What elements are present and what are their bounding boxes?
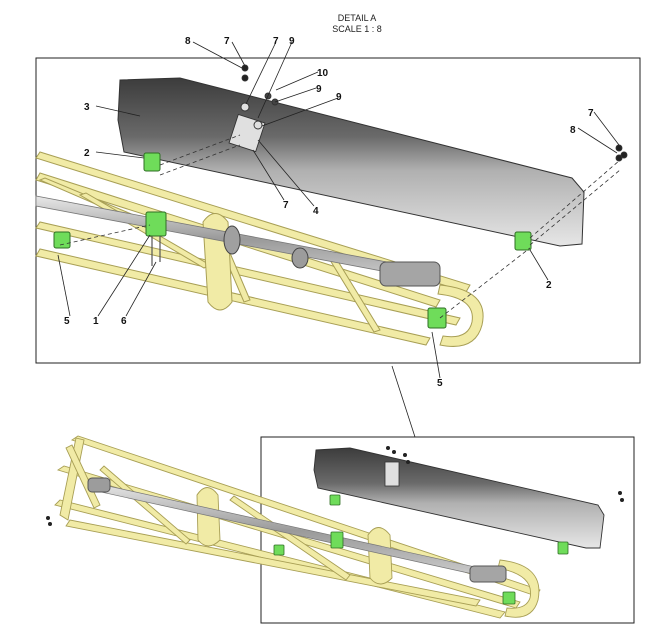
callout-4: 4 — [313, 206, 319, 217]
shield-part-3 — [117, 77, 585, 247]
bracket-5-left — [53, 231, 71, 249]
shield-overview — [313, 447, 605, 549]
overview-hardware — [46, 446, 624, 526]
callout-9: 9 — [289, 36, 295, 47]
callout-8: 8 — [185, 36, 191, 47]
detail-scale: SCALE 1 : 8 — [332, 24, 382, 34]
callout-3: 3 — [84, 102, 90, 113]
callout-7: 7 — [283, 200, 289, 211]
callout-5: 5 — [64, 316, 70, 327]
bracket-1 — [145, 211, 167, 237]
callout-7: 7 — [588, 108, 594, 119]
callout-2: 2 — [546, 280, 552, 291]
callout-1: 1 — [93, 316, 99, 327]
bracket-5-right — [427, 307, 447, 329]
detail-a-box — [35, 57, 641, 364]
bolts-6 — [151, 236, 161, 266]
callout-10: 10 — [317, 68, 329, 79]
callout-9: 9 — [336, 92, 342, 103]
detail-title: DETAIL A — [338, 13, 377, 23]
callout-8: 8 — [570, 125, 576, 136]
spray-pipe-overview — [87, 477, 507, 583]
boom-frame-overview — [54, 435, 541, 619]
callout-7: 7 — [273, 36, 279, 47]
callout-7: 7 — [224, 36, 230, 47]
bracket-2-left — [143, 152, 161, 172]
callout-6: 6 — [121, 316, 127, 327]
callout-5: 5 — [437, 378, 443, 389]
callout-2: 2 — [84, 148, 90, 159]
callout-9: 9 — [316, 84, 322, 95]
green-brackets-detail — [53, 152, 532, 329]
bracket-2-right — [514, 231, 532, 251]
green-brackets-overview — [273, 494, 569, 605]
leader-lines — [57, 41, 620, 438]
assembly-lines — [59, 134, 621, 319]
spray-pipe-detail — [35, 195, 441, 287]
